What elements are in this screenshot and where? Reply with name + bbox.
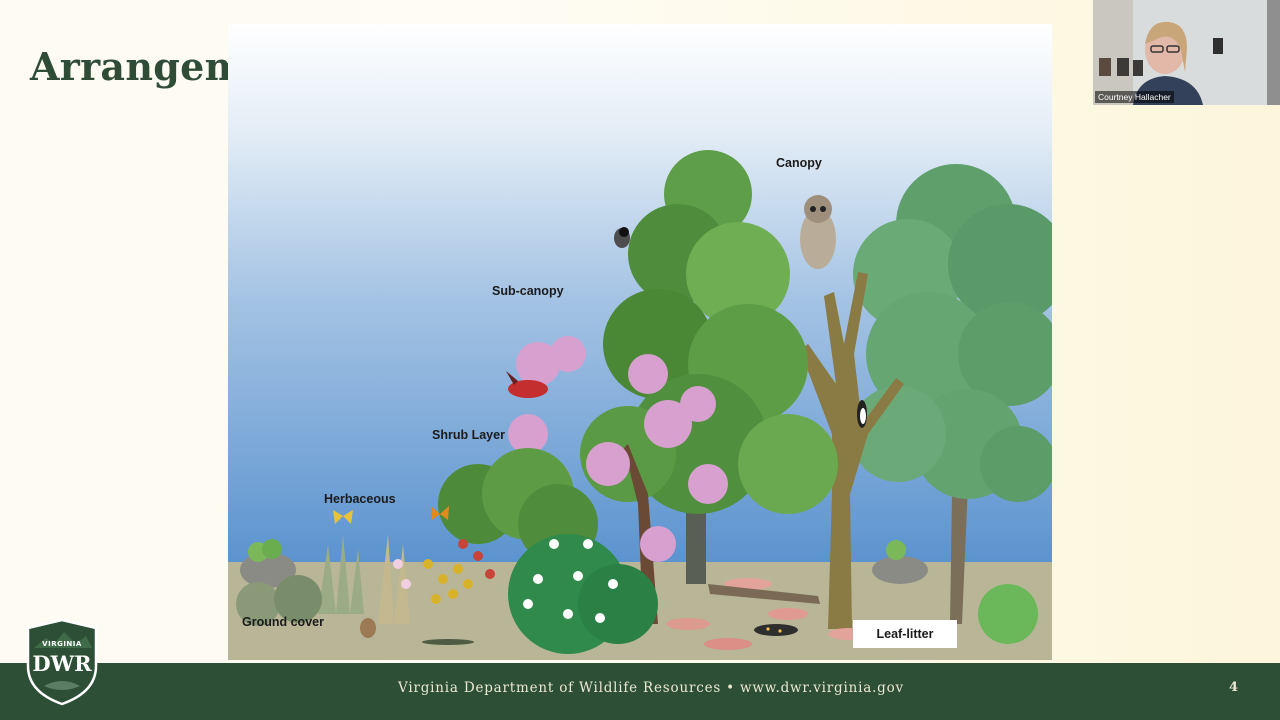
barred-owl: [800, 195, 836, 269]
illustration-canvas: [228, 24, 1052, 660]
lizard: [422, 639, 474, 645]
footer-text: Virginia Department of Wildlife Resource…: [398, 680, 904, 696]
participant-video-tile[interactable]: Courtney Hallacher: [1093, 0, 1280, 105]
chickadee: [614, 227, 630, 248]
footer-bar: Virginia Department of Wildlife Resource…: [0, 663, 1280, 720]
participant-name: Courtney Hallacher: [1095, 91, 1174, 103]
label-canopy: Canopy: [776, 156, 822, 170]
logo-main-text: DWR: [32, 651, 92, 676]
label-ground-cover: Ground cover: [242, 615, 324, 629]
spotted-salamander: [754, 624, 798, 636]
canopy-tree-brown: [800, 272, 904, 629]
page-number: 4: [1228, 680, 1238, 695]
shrub-layer: [438, 448, 658, 654]
label-leaf-litter: Leaf-litter: [853, 620, 957, 648]
chipmunk: [360, 618, 376, 638]
dwr-logo: VIRGINIA DWR: [24, 618, 100, 706]
label-herbaceous: Herbaceous: [324, 492, 396, 506]
tiger-swallowtail: [333, 510, 353, 524]
monarch-butterfly: [431, 506, 449, 520]
canopy-tree-center: [580, 150, 838, 584]
video-feed: [1093, 0, 1280, 105]
dwr-shield-icon: [26, 618, 98, 706]
woodpecker: [857, 400, 867, 428]
forest-layers-illustration: [228, 24, 1052, 660]
label-shrub-layer: Shrub Layer: [432, 428, 505, 442]
logo-top-text: VIRGINIA: [42, 640, 82, 648]
ground-cover: [236, 539, 1038, 644]
herbaceous-plants: [318, 534, 495, 624]
label-sub-canopy: Sub-canopy: [492, 284, 564, 298]
cardinal: [506, 371, 548, 398]
